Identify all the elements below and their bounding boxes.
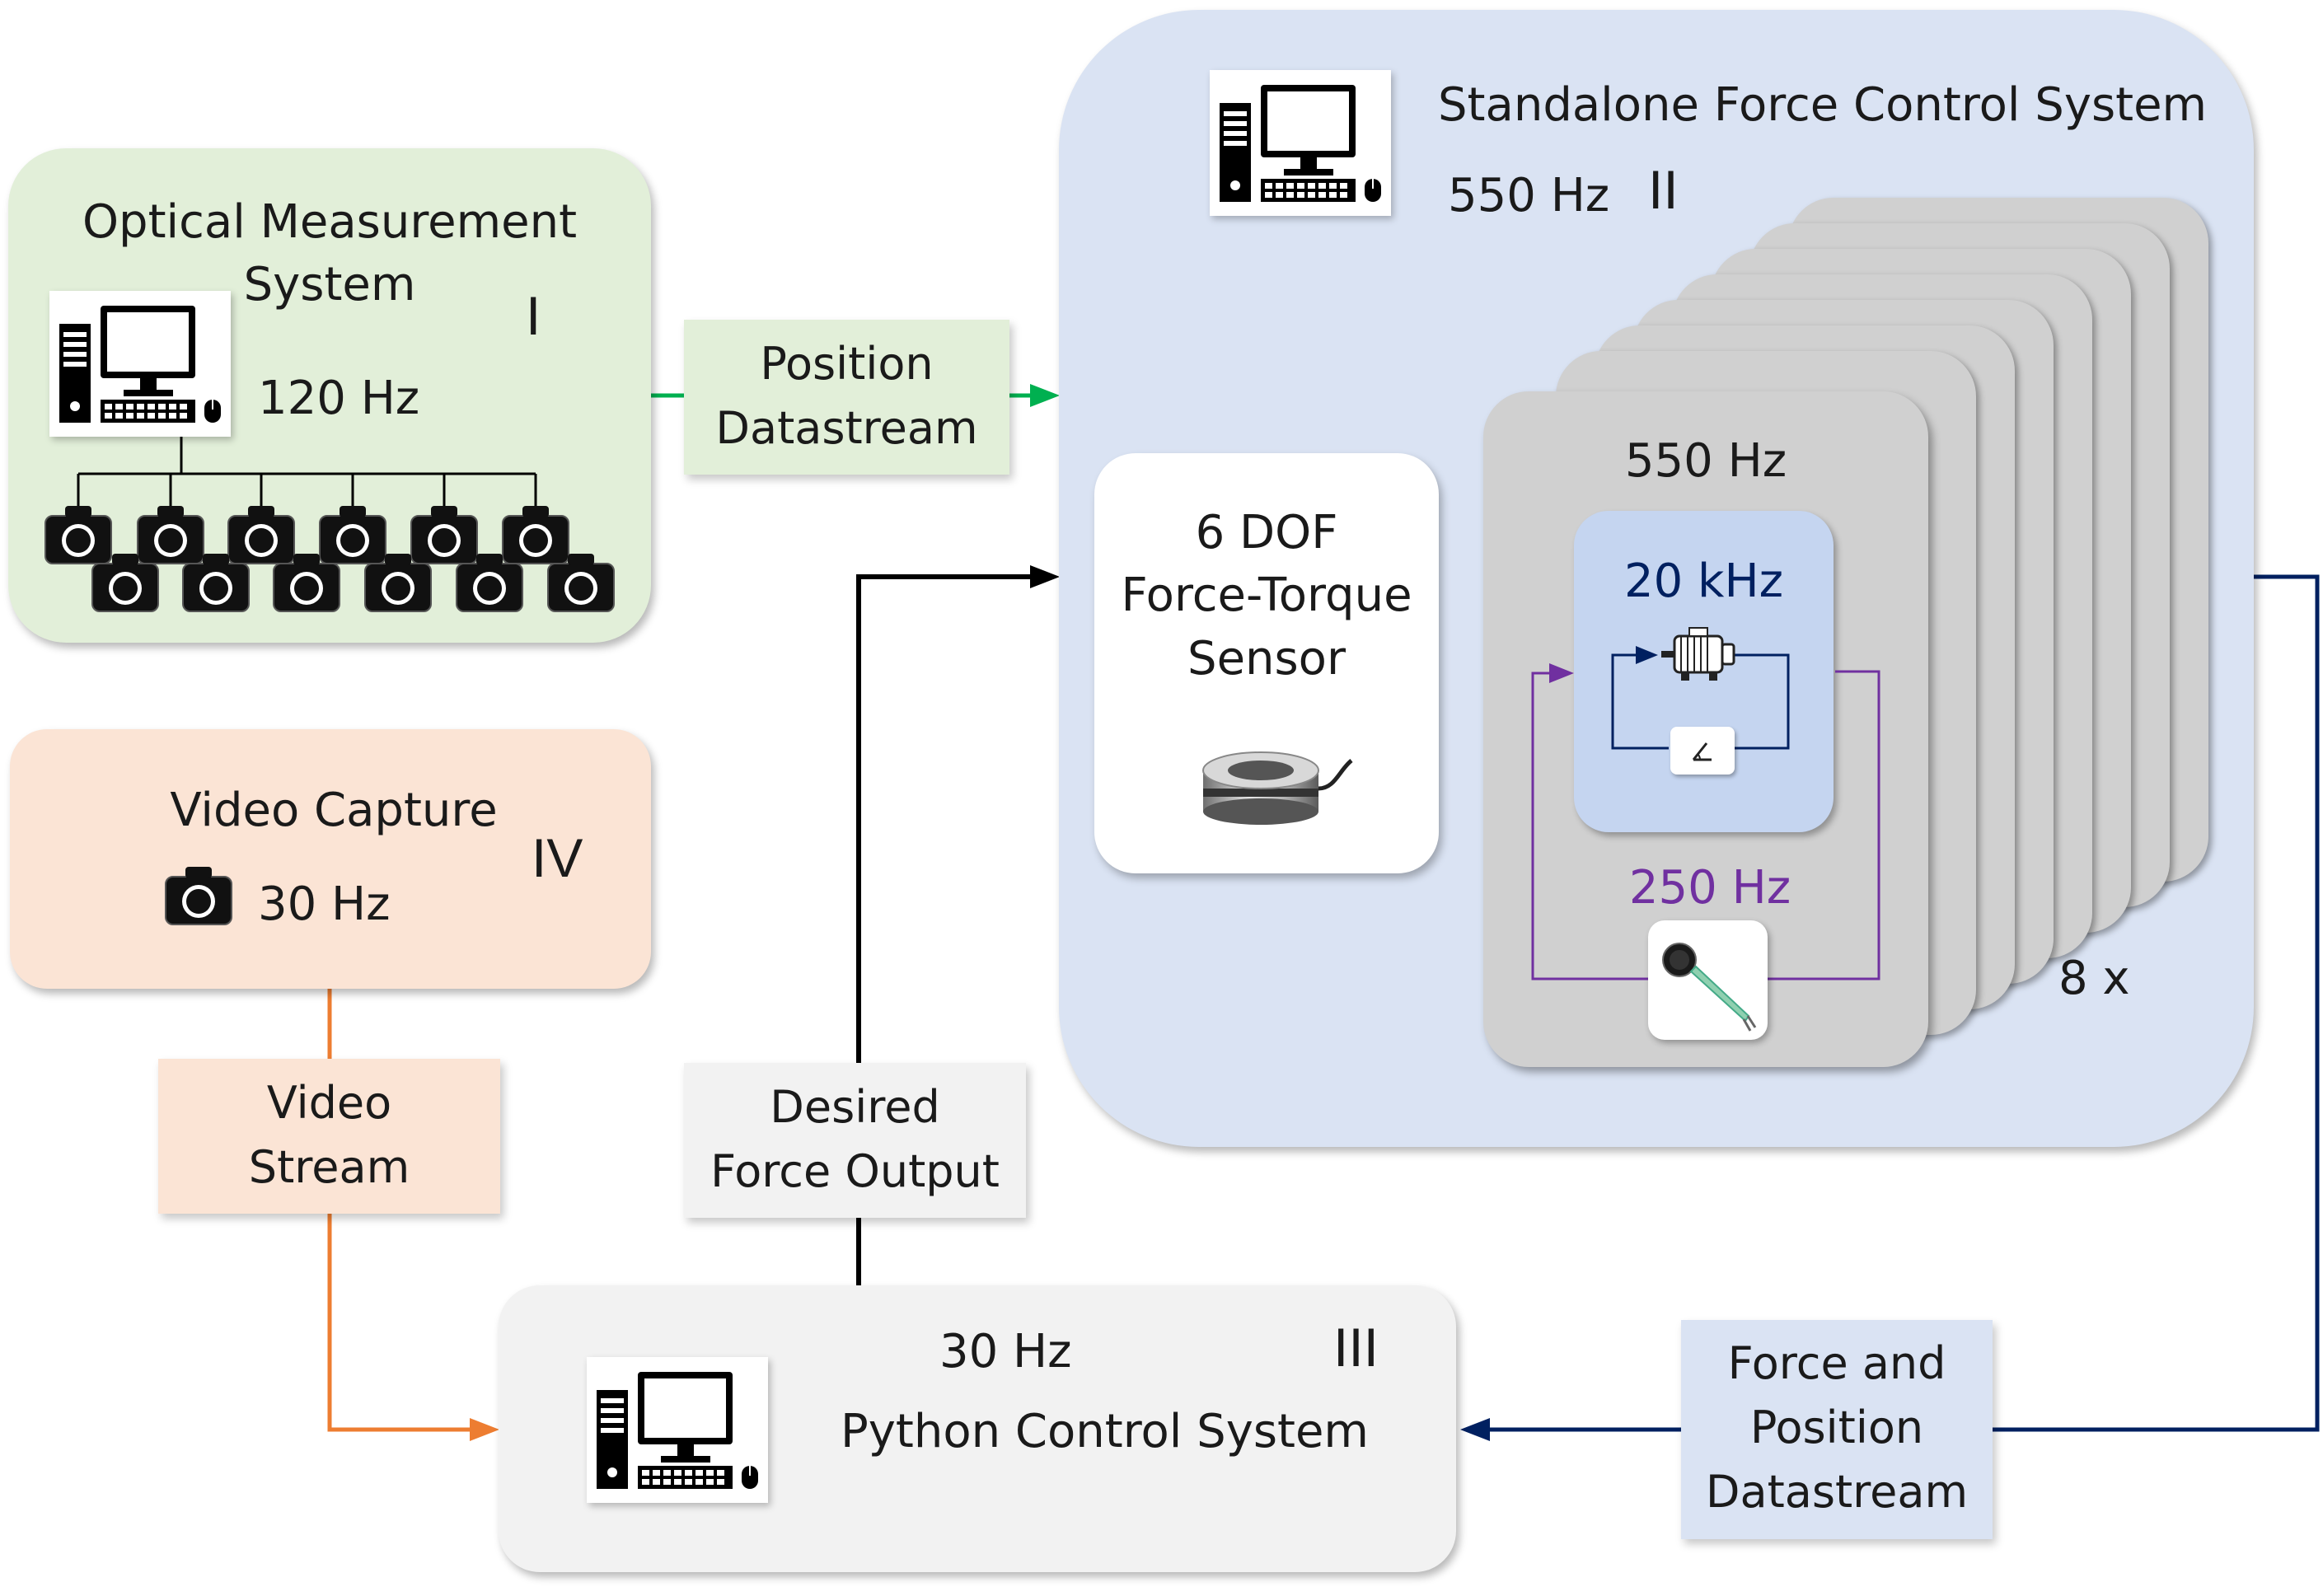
- force-sensor-icon: [1648, 920, 1768, 1040]
- module-multiplier: 8 x: [2058, 952, 2130, 1005]
- position-datastream-label: Position Datastream: [684, 320, 1009, 475]
- video-roman-numeral: IV: [532, 827, 583, 888]
- standalone-roman-numeral: II: [1648, 159, 1679, 220]
- desired-force-output-label: Desired Force Output: [684, 1063, 1026, 1218]
- python-roman-numeral: III: [1333, 1317, 1379, 1378]
- force-torque-sensor-icon: [1202, 751, 1353, 825]
- desktop-computer-icon: [587, 1357, 768, 1503]
- desktop-computer-icon: [49, 291, 231, 437]
- video-capture-system: [10, 729, 651, 989]
- video-stream-line1: Video: [266, 1077, 392, 1129]
- video-frequency: 30 Hz: [258, 878, 391, 931]
- encoder-icon: [1670, 727, 1735, 775]
- force-position-line3: Datastream: [1705, 1466, 1969, 1518]
- python-title: Python Control System: [841, 1405, 1369, 1458]
- video-stream-line2: Stream: [248, 1141, 410, 1193]
- optical-frequency: 120 Hz: [258, 372, 420, 425]
- desired-force-output-line1: Desired: [770, 1081, 940, 1133]
- position-datastream-line1: Position: [760, 338, 934, 390]
- desired-force-output-arrow: [856, 565, 1060, 1285]
- ft-sensor-line2: Force-Torque: [1121, 569, 1412, 622]
- motor-icon: [1661, 627, 1735, 681]
- optical-roman-numeral: I: [526, 285, 541, 346]
- force-position-line1: Force and: [1727, 1337, 1946, 1389]
- position-datastream-line2: Datastream: [715, 402, 978, 454]
- python-frequency: 30 Hz: [939, 1325, 1072, 1378]
- video-stream-label: Video Stream: [158, 1059, 500, 1214]
- standalone-title: Standalone Force Control System: [1438, 78, 2208, 132]
- camera-network-tree: [77, 437, 537, 511]
- inner-loop-frequency: 20 kHz: [1624, 555, 1783, 608]
- standalone-frequency: 550 Hz: [1448, 169, 1610, 222]
- optical-title-line1: Optical Measurement: [82, 195, 578, 249]
- ft-sensor-line1: 6 DOF: [1195, 506, 1338, 559]
- module-frequency: 550 Hz: [1624, 434, 1787, 488]
- camera-icon: [165, 867, 232, 925]
- force-position-datastream-label: Force and Position Datastream: [1681, 1320, 1993, 1539]
- outer-loop-frequency: 250 Hz: [1628, 861, 1791, 915]
- ft-sensor-line3: Sensor: [1187, 632, 1346, 686]
- optical-title-line2: System: [243, 258, 416, 311]
- force-position-line2: Position: [1749, 1402, 1924, 1453]
- desired-force-output-line2: Force Output: [710, 1145, 1000, 1197]
- video-capture-title: Video Capture: [170, 784, 498, 837]
- desktop-computer-icon: [1210, 70, 1391, 216]
